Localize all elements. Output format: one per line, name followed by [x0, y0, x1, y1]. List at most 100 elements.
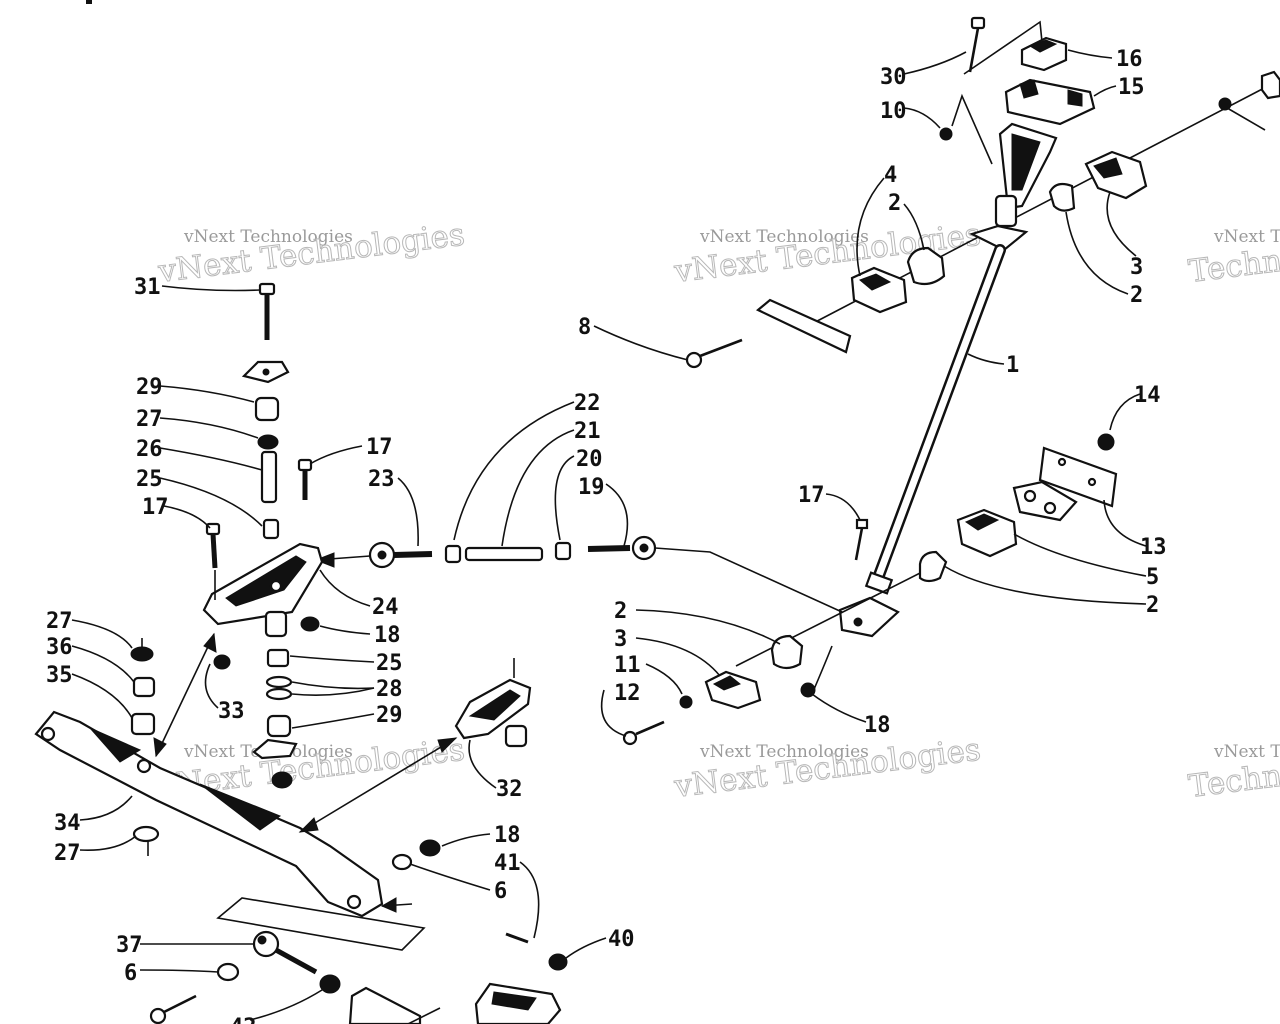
- double-arrow-right: [299, 737, 457, 833]
- callout-4: 4: [884, 163, 897, 188]
- callout-18: 18: [374, 623, 401, 648]
- clamp-3-upper: [1084, 150, 1148, 200]
- watermark-logo: Techn: [1187, 758, 1280, 805]
- callout-28: 28: [376, 677, 403, 702]
- callout-36: 36: [46, 635, 73, 660]
- callout-27: 27: [46, 609, 73, 634]
- callout-2: 2: [888, 191, 901, 216]
- bushing-25-upper: [262, 518, 280, 540]
- bushing-36: [132, 676, 156, 698]
- callout-29: 29: [136, 375, 163, 400]
- leader-line: [407, 1007, 441, 1024]
- lower-washer-plate: [252, 738, 298, 760]
- bushing-2-lower-left: [770, 634, 804, 670]
- steering-head: [969, 122, 1058, 252]
- callout-30: 30: [880, 65, 907, 90]
- callout-20: 20: [576, 447, 603, 472]
- callout-29: 29: [376, 703, 403, 728]
- nut-lower: [271, 771, 293, 789]
- callout-19: 19: [578, 475, 605, 500]
- bushing-2-lower-right: [918, 550, 948, 583]
- callout-17: 17: [798, 483, 825, 508]
- watermark-5: vNext Te Techn: [1186, 227, 1280, 290]
- bolt-17-left: [205, 522, 221, 569]
- callout-40: 40: [608, 927, 635, 952]
- tie-rod-end-19: [587, 535, 657, 561]
- jam-nut-22: [444, 544, 462, 564]
- cropped-mark: [86, 0, 92, 4]
- callout-24: 24: [372, 595, 399, 620]
- callout-2: 2: [1146, 593, 1159, 618]
- callout-42: 42: [230, 1015, 257, 1024]
- callout-23: 23: [368, 467, 395, 492]
- callout-12: 12: [614, 681, 641, 706]
- bolt-lower-left: [149, 994, 197, 1024]
- nut-40: [548, 953, 568, 971]
- callout-16: 16: [1116, 47, 1143, 72]
- tie-rod-axis-right: [654, 547, 843, 613]
- nut-14: [1097, 433, 1115, 451]
- callout-31: 31: [134, 275, 161, 300]
- bushing-29-upper: [254, 396, 280, 422]
- washer-6-upper: [391, 853, 413, 871]
- watermark-4: vNext Technologies vNext Technologies: [671, 731, 983, 805]
- nut-39: [319, 974, 341, 994]
- direction-arrow: [314, 552, 335, 568]
- callout-6: 6: [124, 961, 137, 986]
- clamp-4: [850, 266, 908, 314]
- arrow-head: [153, 737, 167, 758]
- bolt-30: [968, 16, 986, 73]
- sleeve-lower: [348, 986, 422, 1024]
- callout-13: 13: [1140, 535, 1167, 560]
- bushing-25-lower: [266, 648, 290, 668]
- callout-21: 21: [574, 419, 601, 444]
- washer-27-upper: [257, 434, 279, 450]
- watermark-text: vNext Te: [1213, 742, 1280, 762]
- bracket-shade: [491, 991, 537, 1011]
- callout-27: 27: [136, 407, 163, 432]
- washer-27-left: [130, 646, 154, 662]
- watermark-logo: Techn: [1187, 243, 1280, 290]
- washer-28b: [265, 687, 293, 701]
- nut-edge: [1260, 70, 1280, 100]
- callout-35: 35: [46, 663, 73, 688]
- washer-28a: [265, 675, 293, 689]
- callout-34: 34: [54, 811, 81, 836]
- nut-10: [939, 127, 953, 141]
- drag-link-34: [34, 710, 384, 918]
- bushing-35: [130, 712, 156, 736]
- steering-column-1: [838, 244, 1006, 638]
- double-arrow-left: [155, 633, 215, 757]
- callout-26: 26: [136, 437, 163, 462]
- bolt-17-center: [297, 458, 313, 500]
- callout-27: 27: [54, 841, 81, 866]
- pitman-arm-24: [202, 542, 324, 638]
- idler-arm-32: [454, 658, 532, 748]
- callout-41: 41: [494, 851, 521, 876]
- bolt-12: [622, 720, 665, 746]
- callout-18: 18: [494, 823, 521, 848]
- plate-13: [1012, 446, 1118, 522]
- clamp-15: [1004, 78, 1096, 126]
- cotter-pin-41: [505, 932, 529, 944]
- watermark-text: vNext Te: [1213, 227, 1280, 247]
- reference-plate: [216, 897, 426, 951]
- bushing-2-upper-right: [1048, 182, 1076, 212]
- washer: [1218, 97, 1232, 111]
- callout-11: 11: [614, 653, 641, 678]
- callout-15: 15: [1118, 75, 1145, 100]
- arrow-head: [298, 817, 319, 833]
- watermark-6: vNext Te Techn: [1186, 742, 1280, 805]
- arrow-head: [437, 737, 458, 753]
- bushing-2-upper-left: [906, 246, 946, 286]
- washer-hole: [262, 368, 270, 376]
- zigzag-leader: [951, 93, 993, 165]
- jam-nut-20: [554, 541, 572, 561]
- zigzag-leader: [963, 20, 1043, 75]
- bolt-8: [685, 338, 743, 369]
- callout-labels: 30 16 15 10 4 2 3 2 8 1 14 22 21 20 19 2…: [46, 47, 1167, 1024]
- callout-8: 8: [578, 315, 591, 340]
- callout-14: 14: [1134, 383, 1161, 408]
- callout-2: 2: [614, 599, 627, 624]
- callout-17: 17: [366, 435, 393, 460]
